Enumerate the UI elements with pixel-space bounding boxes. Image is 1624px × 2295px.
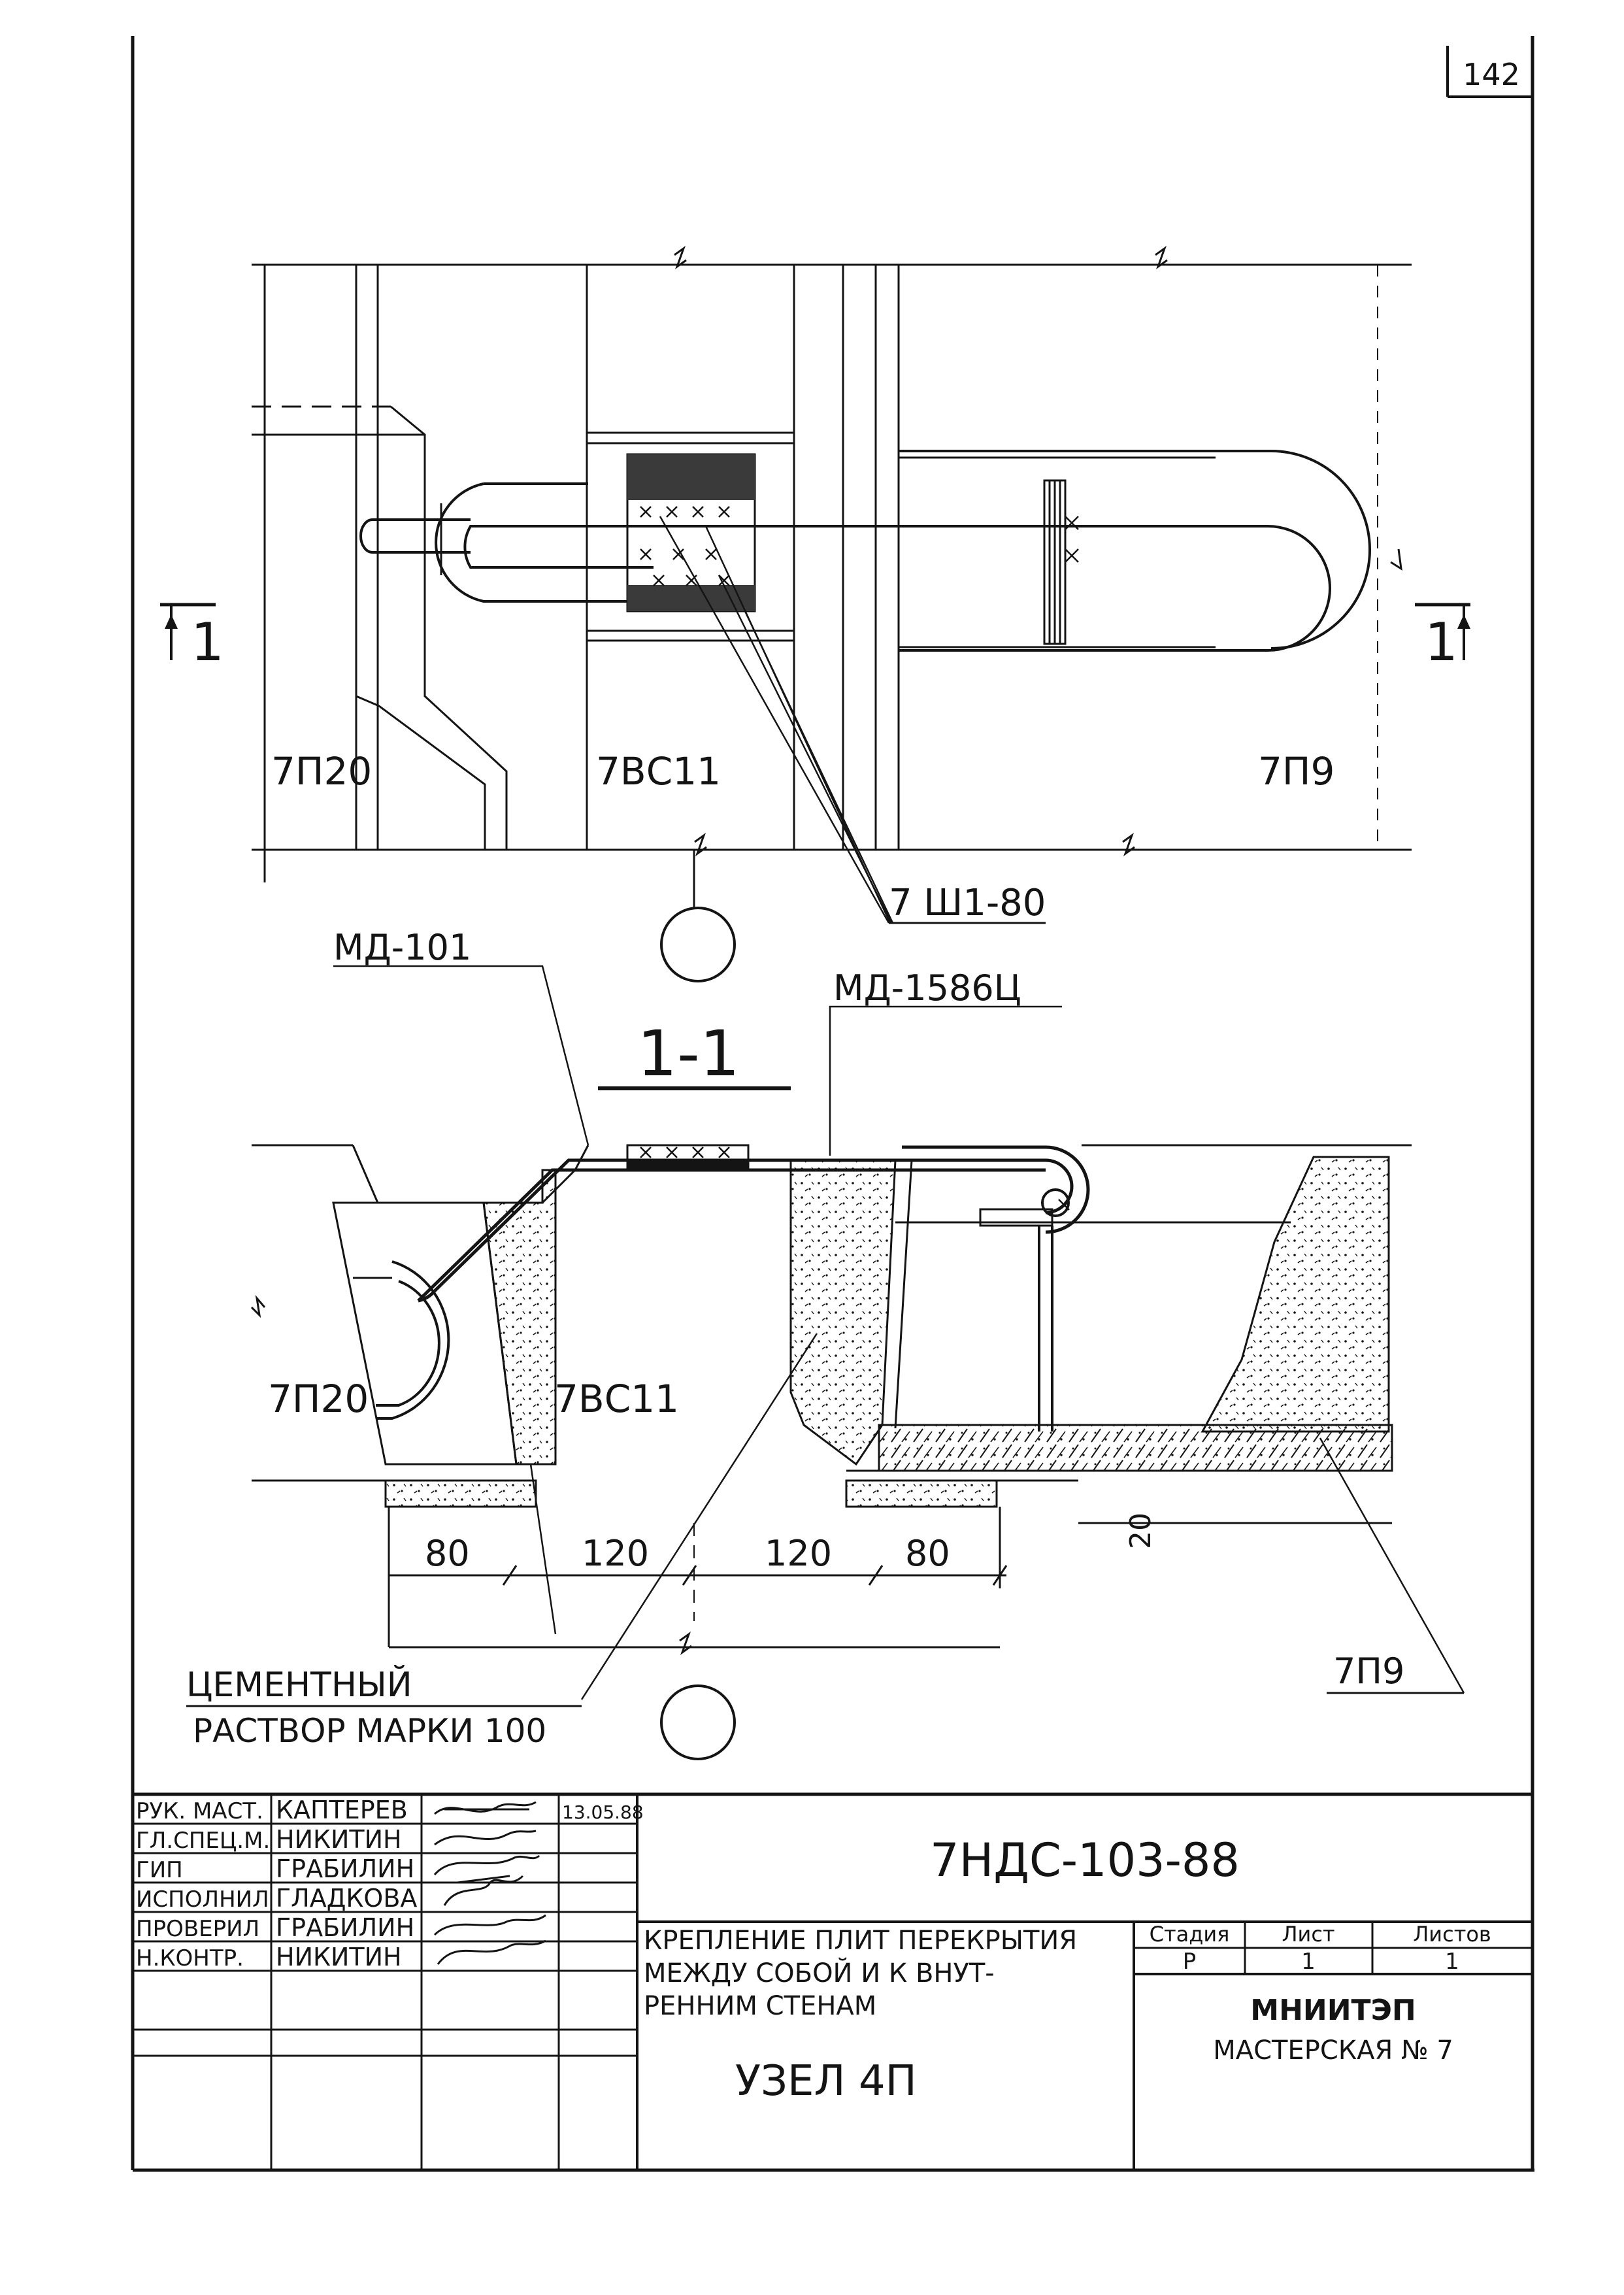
sheet-number: 142: [1463, 57, 1520, 92]
section-label-mortar-line2: РАСТВОР МАРКИ 100: [193, 1712, 546, 1750]
dimension-120-right: 120: [765, 1533, 832, 1574]
plan-view: 1 1 7П20 7ВС11 7П9 7 Ш1-80: [160, 245, 1470, 982]
stage-value: Р: [1183, 1949, 1197, 1975]
sheets-header: Листов: [1413, 1922, 1491, 1947]
name-4: ГЛАДКОВА: [276, 1884, 417, 1913]
dimension-80-left: 80: [425, 1533, 470, 1574]
sheet-value: 1: [1301, 1949, 1316, 1975]
dimension-thickness: 20: [1124, 1513, 1157, 1549]
plan-axis-bubble: [660, 907, 736, 982]
role-3: ГИП: [136, 1857, 183, 1883]
name-5: ГРАБИЛИН: [276, 1913, 414, 1942]
section-mark-left-number: 1: [191, 612, 224, 673]
plan-label-anchor: 7 Ш1-80: [889, 882, 1046, 924]
dimension-120-left: 120: [582, 1533, 649, 1574]
section-dimension-line: 80 120 120 80 20: [388, 1507, 1216, 1647]
section-mark-right-number: 1: [1425, 612, 1458, 673]
title-block: РУК. МАСТ. КАПТЕРЕВ ГЛ.СПЕЦ.М. НИКИТИН Г…: [133, 1792, 1533, 2170]
role-2: ГЛ.СПЕЦ.М.: [136, 1828, 270, 1854]
description-line-2: МЕЖДУ СОБОЙ И К ВНУТ-: [644, 1957, 995, 1988]
plan-label-wall-panel: 7ВС11: [596, 749, 721, 794]
signatures: 13.05.88: [433, 1801, 644, 1965]
section-label-md-left: МД-101: [333, 927, 471, 968]
section-label-slab-left: 7П20: [268, 1377, 369, 1421]
plan-label-slab-left: 7П20: [271, 749, 372, 794]
title-block-roles: РУК. МАСТ. КАПТЕРЕВ ГЛ.СПЕЦ.М. НИКИТИН Г…: [136, 1796, 417, 1971]
sheet-frame: 142: [131, 36, 1534, 2172]
description-line-1: КРЕПЛЕНИЕ ПЛИТ ПЕРЕКРЫТИЯ: [644, 1926, 1077, 1956]
signature-date: 13.05.88: [562, 1801, 644, 1823]
section-axis-bubble: [660, 1684, 736, 1760]
plan-anchor-loop-left: [463, 525, 660, 569]
role-4: ИСПОЛНИЛ: [136, 1886, 269, 1913]
sheets-value: 1: [1445, 1949, 1459, 1975]
role-5: ПРОВЕРИЛ: [136, 1916, 259, 1942]
name-1: КАПТЕРЕВ: [276, 1796, 408, 1824]
stage-header: Стадия: [1150, 1922, 1230, 1947]
sheet-header: Лист: [1282, 1922, 1334, 1947]
sheet-number-box: 142: [1446, 46, 1533, 98]
name-3: ГРАБИЛИН: [276, 1854, 414, 1883]
drawing-code: 7НДС-103-88: [930, 1834, 1240, 1887]
name-6: НИКИТИН: [276, 1943, 402, 1971]
section-label-slab-right: 7П9: [1333, 1650, 1404, 1692]
section-mark-right: 1: [1415, 603, 1470, 673]
section-view: 1-1 МД-101 МД-1586Ц: [186, 927, 1465, 1760]
section-rebar-loop-left: [433, 1158, 1074, 1292]
section-mark-left: 1: [160, 603, 224, 673]
description-line-3: РЕННИМ СТЕНАМ: [644, 1991, 876, 2021]
section-label-wall-panel: 7ВС11: [554, 1377, 679, 1421]
workshop: МАСТЕРСКАЯ № 7: [1213, 2035, 1453, 2066]
section-label-mortar-line1: ЦЕМЕНТНЫЙ: [186, 1665, 412, 1705]
dimension-80-right: 80: [905, 1533, 950, 1574]
plan-steel-plate: [626, 453, 756, 612]
role-1: РУК. МАСТ.: [136, 1798, 263, 1824]
name-2: НИКИТИН: [276, 1825, 402, 1854]
node-label: УЗЕЛ 4П: [735, 2057, 917, 2105]
section-concrete-column: [789, 1159, 897, 1466]
section-title: 1-1: [637, 1017, 740, 1090]
role-6: Н.КОНТР.: [136, 1945, 244, 1971]
plan-label-slab-right: 7П9: [1258, 749, 1334, 794]
organization: МНИИТЭП: [1250, 1994, 1416, 2027]
section-label-md-right: МД-1586Ц: [833, 967, 1021, 1009]
